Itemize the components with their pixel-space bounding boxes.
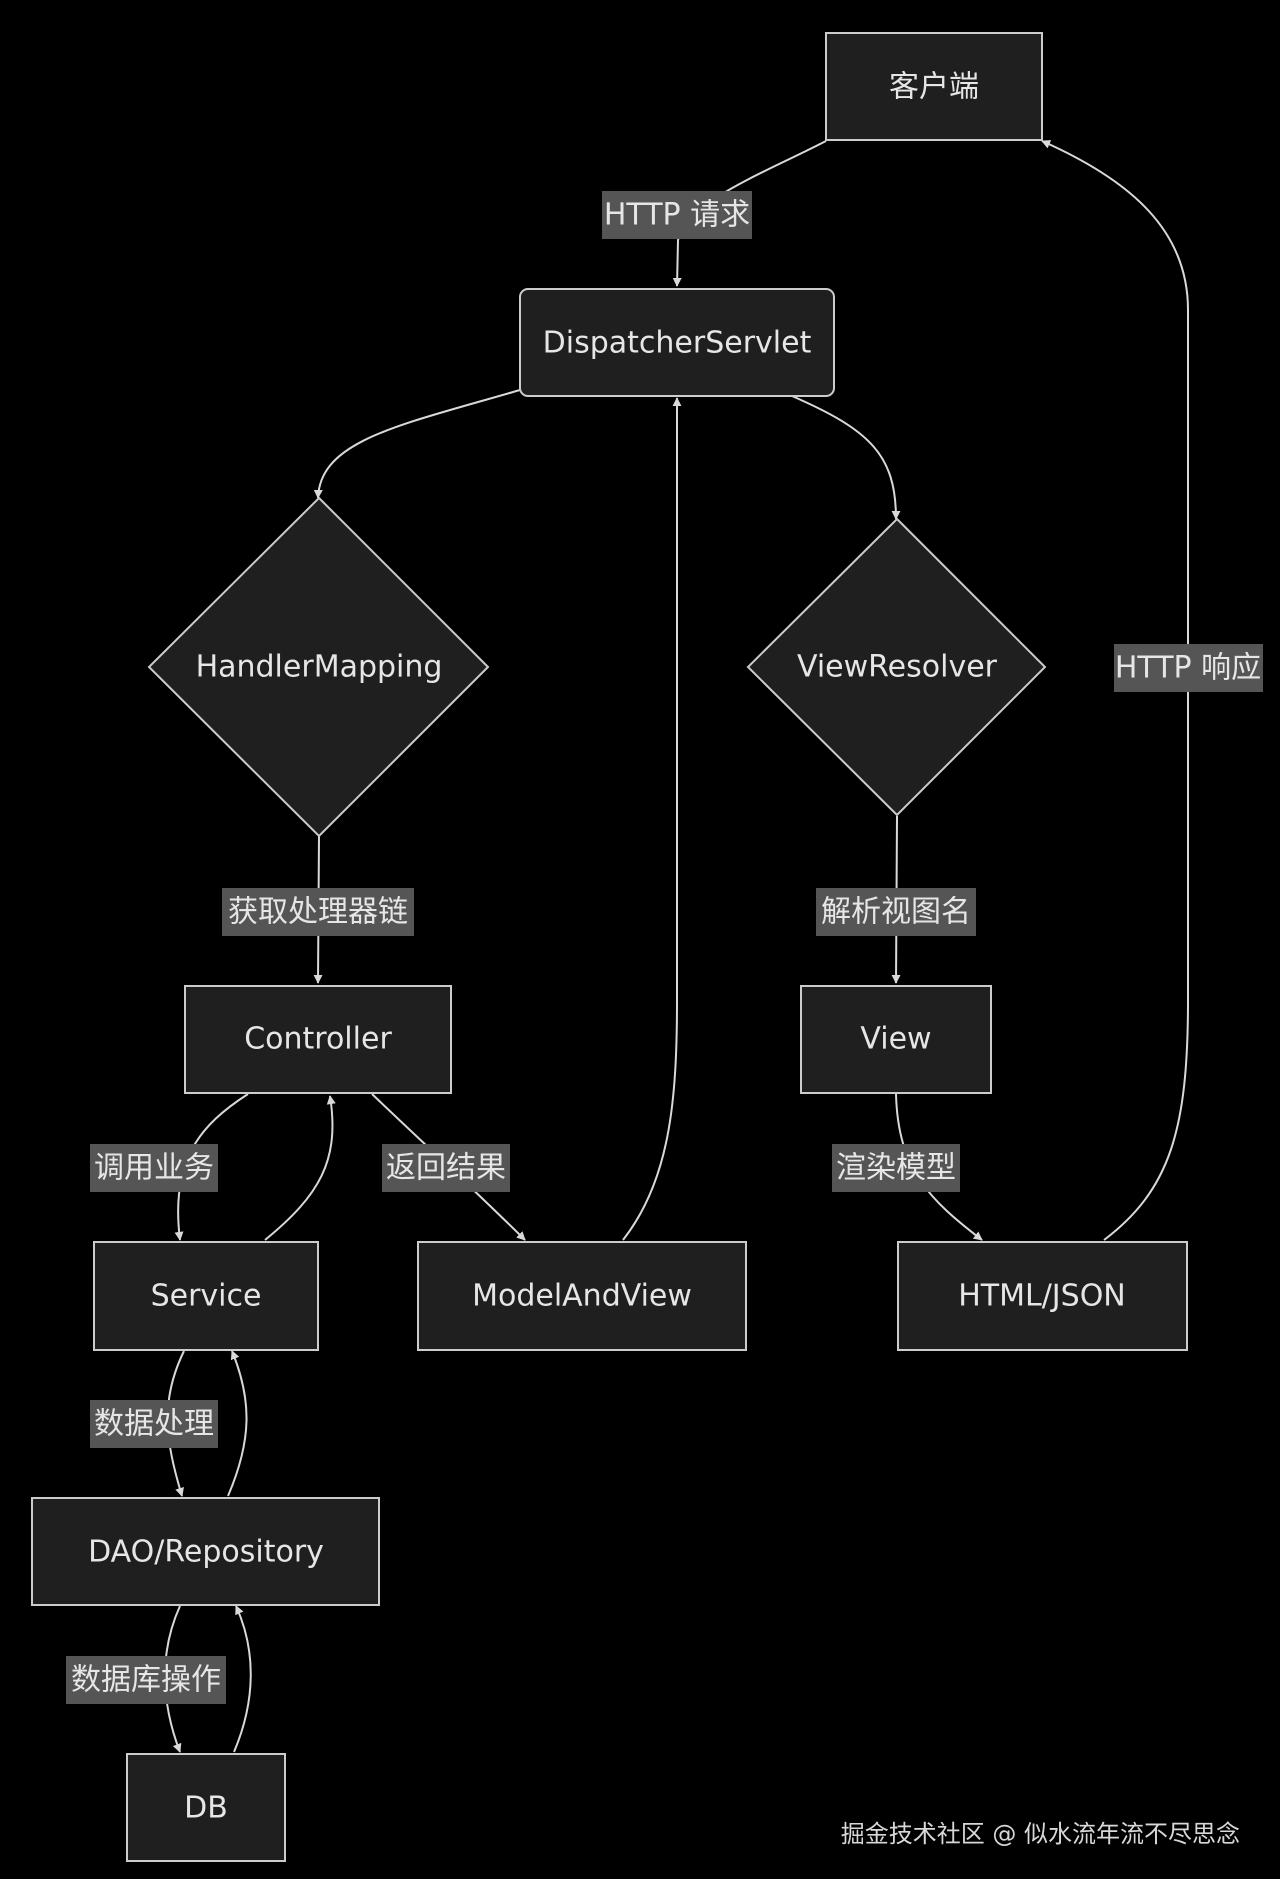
edge-db-to-dao [233,1605,252,1753]
node-label-view-resolver: ViewResolver [797,650,998,685]
edge-label-return-result: 返回结果 [386,1151,506,1186]
node-controller [184,985,452,1094]
node-dao-repository [31,1497,380,1606]
edge-model-and-view-to-dispatcher [622,397,682,1241]
node-view [800,985,992,1094]
node-html-json [897,1241,1188,1351]
edge-dao-to-service [227,1350,248,1497]
node-label-client: 客户端 [889,70,979,105]
edge-dispatcher-to-view-resolver [791,395,901,520]
node-handler-mapping [147,496,490,838]
node-client [825,32,1043,141]
node-label-html-json: HTML/JSON [958,1279,1126,1314]
edge-dispatcher-to-handler-mapping [313,389,521,499]
edge-label-data-processing: 数据处理 [94,1407,214,1442]
node-label-service: Service [151,1279,262,1314]
edge-label-get-handler-chain: 获取处理器链 [228,895,408,930]
edge-label-http-request: HTTP 请求 [604,198,750,233]
edge-label-bg-get-handler-chain [222,888,414,936]
edge-label-bg-call-business [90,1144,218,1192]
edge-label-bg-db-operation [66,1656,226,1704]
edge-label-resolve-view-name: 解析视图名 [821,895,971,930]
node-view-resolver [746,517,1047,817]
node-label-controller: Controller [244,1022,392,1057]
node-db [126,1753,286,1862]
node-label-db: DB [184,1791,228,1826]
watermark: 掘金技术社区 @ 似水流年流不尽思念 [840,1820,1240,1848]
edge-label-bg-resolve-view-name [816,888,976,936]
node-service [93,1241,319,1351]
edge-label-bg-data-processing [90,1400,218,1448]
edge-label-bg-http-response [1114,644,1263,692]
edge-label-call-business: 调用业务 [94,1151,214,1186]
node-label-handler-mapping: HandlerMapping [196,650,443,685]
edge-label-bg-http-request [602,191,752,239]
edge-label-db-operation: 数据库操作 [71,1663,221,1698]
node-label-model-and-view: ModelAndView [472,1279,692,1314]
edge-label-bg-render-model [832,1144,960,1192]
edge-label-http-response: HTTP 响应 [1115,651,1261,686]
node-model-and-view [417,1241,747,1351]
node-label-dao-repository: DAO/Repository [88,1535,324,1570]
node-label-view: View [860,1022,931,1057]
edge-html-json-to-client [1041,140,1189,1241]
node-dispatcher-servlet [519,288,835,397]
node-label-dispatcher-servlet: DispatcherServlet [543,326,812,361]
edge-label-render-model: 渲染模型 [836,1151,956,1186]
edge-label-bg-return-result [382,1144,510,1192]
edge-service-to-controller [264,1095,336,1241]
